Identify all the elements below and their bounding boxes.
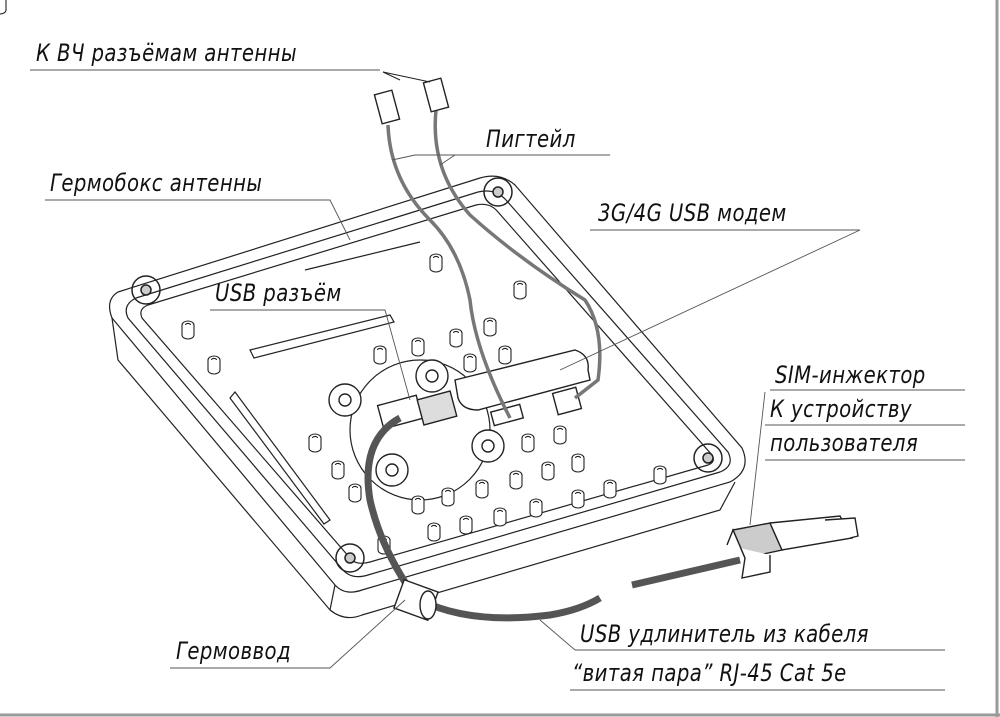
sim-injector — [726, 515, 859, 579]
pigtail-cables — [386, 109, 602, 419]
label-usb-extender-2: “витая пара” RJ-45 Cat 5e — [572, 659, 847, 687]
label-to-user-device-1: К устройству — [770, 395, 912, 423]
enclosure — [108, 175, 746, 619]
label-to-user-device-2: пользователя — [770, 429, 919, 457]
label-usb-connector: USB разъём — [215, 279, 342, 307]
usb-modem — [376, 349, 591, 430]
standoffs — [0, 0, 667, 555]
cable-gland — [393, 578, 439, 622]
rf-connectors — [373, 77, 450, 125]
rf-arrows — [382, 71, 431, 83]
usb-extension-cable — [364, 414, 741, 622]
label-pigtail: Пигтейл — [486, 125, 576, 153]
label-modem: 3G/4G USB модем — [598, 199, 787, 227]
leader-lines — [30, 69, 965, 691]
label-rf-connectors: К ВЧ разъёмам антенны — [36, 39, 297, 67]
label-cable-gland: Гермоввод — [176, 637, 291, 665]
label-enclosure: Гермобокс антенны — [50, 169, 263, 197]
label-usb-extender-1: USB удлинитель из кабеля — [580, 620, 869, 648]
label-sim-injector: SIM-инжектор — [775, 361, 926, 389]
